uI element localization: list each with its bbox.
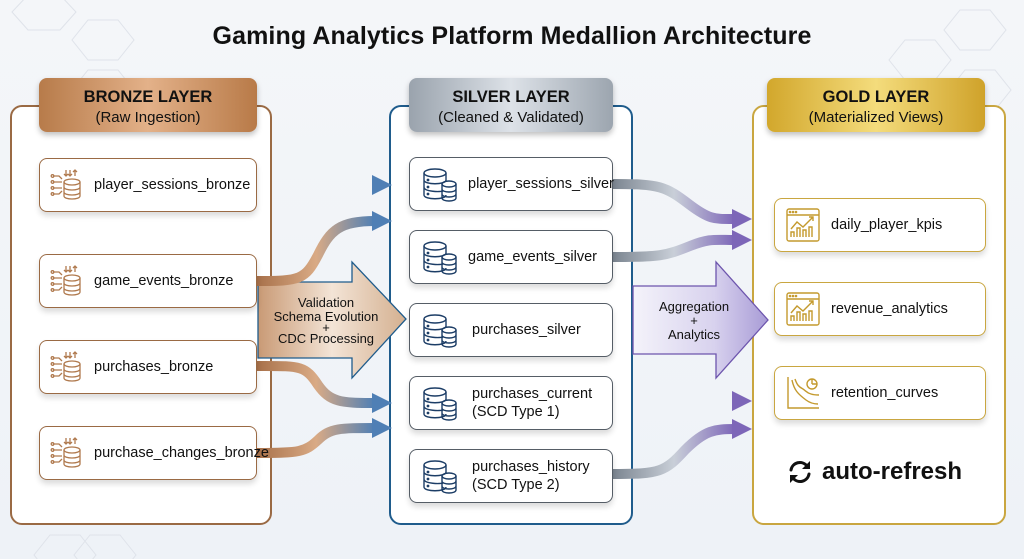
bronze-table-name: purchases_bronze bbox=[94, 359, 214, 375]
database-stack-icon bbox=[423, 168, 457, 202]
gold-layer-title: GOLD LAYER bbox=[822, 88, 930, 106]
database-ingest-icon bbox=[50, 265, 81, 296]
silver-table-node[interactable]: purchases_history (SCD Type 2) bbox=[409, 449, 613, 503]
gold-view-name: retention_curves bbox=[831, 385, 939, 401]
gold-view-name: daily_player_kpis bbox=[831, 217, 943, 233]
database-stack-icon bbox=[423, 241, 457, 275]
retention-curve-icon bbox=[787, 377, 820, 409]
transition-line: Analytics bbox=[667, 327, 721, 342]
bronze-table-node[interactable]: game_events_bronze bbox=[39, 254, 257, 308]
bronze-table-node[interactable]: player_sessions_bronze bbox=[39, 158, 257, 212]
silver-table-label: purchases_history (SCD Type 2) bbox=[472, 458, 590, 494]
bronze-to-silver-label: Validation Schema Evolution + CDC Proces… bbox=[266, 296, 386, 346]
database-stack-icon bbox=[423, 460, 457, 494]
gold-layer-header: GOLD LAYER (Materialized Views) bbox=[767, 78, 985, 132]
gold-view-node[interactable]: daily_player_kpis bbox=[774, 198, 986, 252]
bronze-table-node[interactable]: purchase_changes_bronze bbox=[39, 426, 269, 480]
bronze-table-name: game_events_bronze bbox=[94, 273, 234, 289]
silver-table-name: purchases_current bbox=[472, 386, 593, 402]
database-stack-icon bbox=[423, 314, 457, 348]
transition-line: + bbox=[690, 313, 698, 328]
silver-table-node[interactable]: game_events_silver bbox=[409, 230, 613, 284]
chart-dashboard-icon bbox=[786, 292, 820, 326]
gold-view-node[interactable]: revenue_analytics bbox=[774, 282, 986, 336]
bronze-layer-header: BRONZE LAYER (Raw Ingestion) bbox=[39, 78, 257, 132]
silver-table-name: purchases_history bbox=[472, 459, 590, 475]
gold-view-name: revenue_analytics bbox=[831, 301, 948, 317]
silver-layer-subtitle: (Cleaned & Validated) bbox=[438, 109, 584, 126]
silver-table-node[interactable]: purchases_current (SCD Type 1) bbox=[409, 376, 613, 430]
bronze-table-name: purchase_changes_bronze bbox=[94, 445, 269, 461]
silver-table-name: game_events_silver bbox=[468, 249, 597, 265]
silver-table-node[interactable]: player_sessions_silver bbox=[409, 157, 614, 211]
silver-table-node[interactable]: purchases_silver bbox=[409, 303, 613, 357]
silver-table-label: purchases_current (SCD Type 1) bbox=[472, 385, 592, 421]
transition-line: Validation bbox=[297, 295, 355, 310]
refresh-icon bbox=[789, 461, 811, 483]
silver-layer-title: SILVER LAYER bbox=[452, 88, 570, 106]
silver-table-name: purchases_silver bbox=[472, 322, 581, 338]
chart-dashboard-icon bbox=[786, 208, 820, 242]
gold-layer-subtitle: (Materialized Views) bbox=[808, 109, 944, 126]
transition-line: CDC Processing bbox=[277, 331, 375, 346]
database-ingest-icon bbox=[50, 169, 81, 200]
database-stack-icon bbox=[423, 387, 457, 421]
database-ingest-icon bbox=[50, 437, 81, 468]
silver-to-gold-label: Aggregation + Analytics bbox=[640, 300, 748, 342]
gold-view-node[interactable]: retention_curves bbox=[774, 366, 986, 420]
silver-table-scd-type: (SCD Type 2) bbox=[472, 477, 560, 493]
silver-table-scd-type: (SCD Type 1) bbox=[472, 404, 560, 420]
bronze-table-node[interactable]: purchases_bronze bbox=[39, 340, 257, 394]
silver-layer-header: SILVER LAYER (Cleaned & Validated) bbox=[409, 78, 613, 132]
transition-line: Aggregation bbox=[658, 299, 730, 314]
bronze-layer-subtitle: (Raw Ingestion) bbox=[95, 109, 201, 126]
auto-refresh-label: auto-refresh bbox=[822, 458, 963, 485]
bronze-layer-title: BRONZE LAYER bbox=[83, 88, 213, 106]
silver-table-name: player_sessions_silver bbox=[468, 176, 614, 192]
auto-refresh-indicator: auto-refresh bbox=[786, 458, 962, 486]
bronze-table-name: player_sessions_bronze bbox=[94, 177, 251, 193]
database-ingest-icon bbox=[50, 351, 81, 382]
page-title: Gaming Analytics Platform Medallion Arch… bbox=[212, 22, 812, 50]
